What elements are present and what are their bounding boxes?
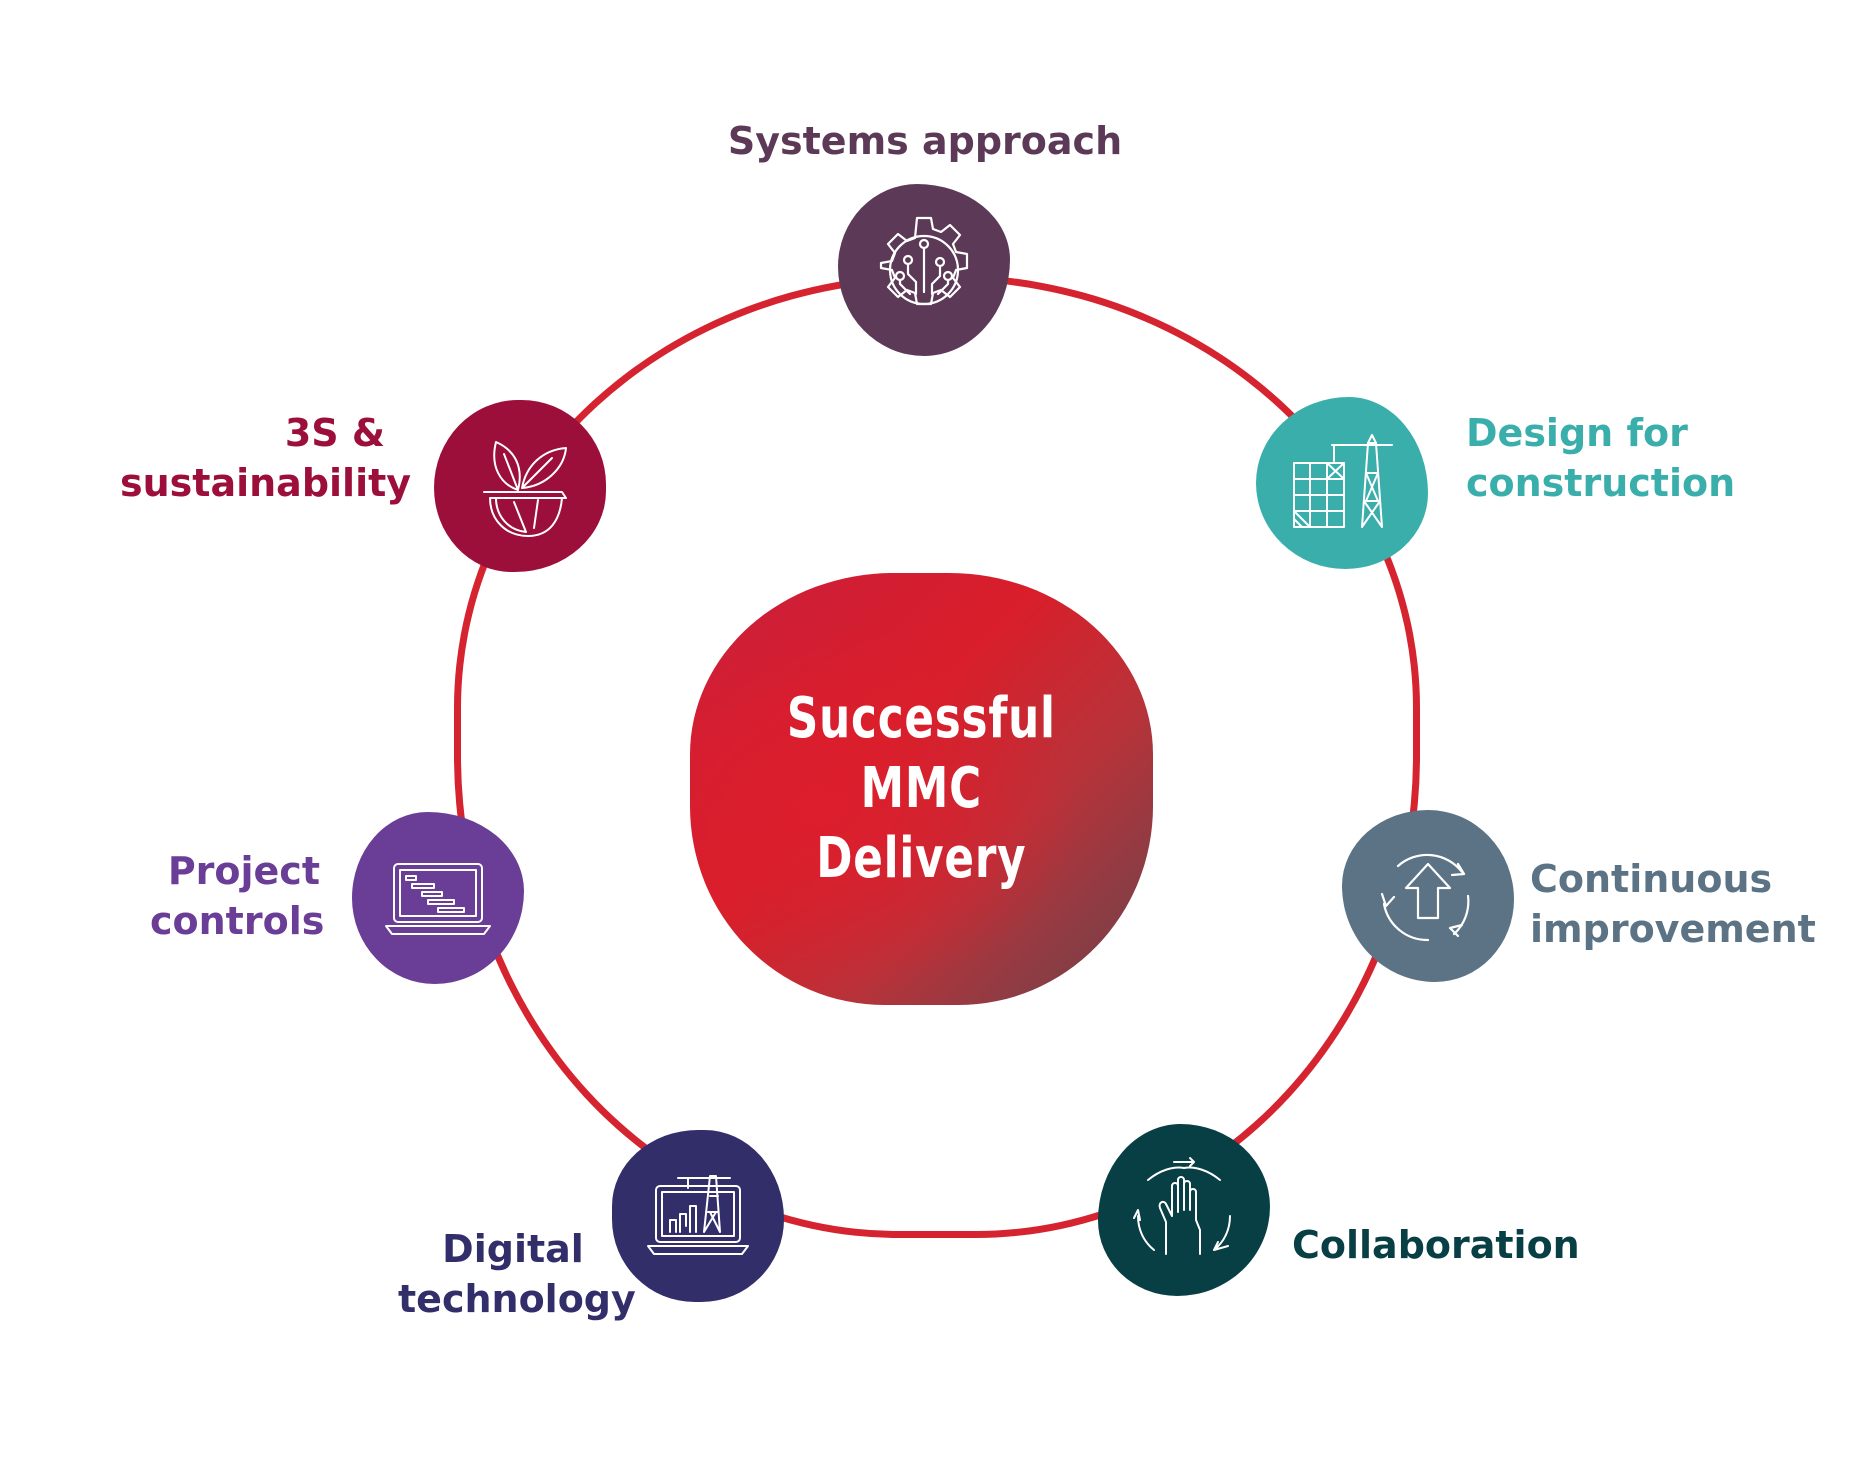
laptop-gantt-icon <box>385 863 491 935</box>
sustainability-label: 3S & sustainability <box>120 408 412 508</box>
leaves-hardhat-icon <box>483 441 567 537</box>
design-for-construction-node <box>1256 397 1428 569</box>
hands-together-icon <box>1133 1157 1231 1255</box>
center-title-line-1: Successful <box>787 686 1056 751</box>
continuous-label-line-2: improvement <box>1530 907 1816 951</box>
crane-grid-icon <box>1293 434 1393 528</box>
sustainability-node <box>434 400 606 572</box>
collaboration-label-line-1: Collaboration <box>1292 1223 1580 1267</box>
center-title-line-2: MMC <box>860 756 983 821</box>
systems-approach-label-line-1: Systems approach <box>727 119 1123 163</box>
design-label-line-1: Design for <box>1466 411 1688 455</box>
cycle-arrow-up-icon <box>1380 853 1470 942</box>
project-controls-node <box>352 812 524 984</box>
gear-circuit-icon <box>879 216 969 306</box>
design-for-construction-label: Design for construction <box>1466 408 1735 508</box>
digital-technology-label: Digital technology <box>398 1224 636 1324</box>
center-title: Successful MMC Delivery <box>787 684 1056 894</box>
digital-label-line-1: Digital <box>442 1227 584 1271</box>
project-controls-label: Project controls <box>150 846 325 946</box>
project-label-line-1: Project <box>167 849 320 893</box>
continuous-label-line-1: Continuous <box>1530 857 1773 901</box>
sustainability-label-line-2: sustainability <box>120 461 412 505</box>
digital-technology-node <box>612 1130 784 1302</box>
laptop-chart-crane-icon <box>647 1175 749 1255</box>
digital-label-line-2: technology <box>398 1277 636 1321</box>
systems-approach-node <box>838 184 1010 356</box>
sustainability-label-line-1: 3S & <box>284 411 385 455</box>
project-label-line-2: controls <box>150 899 325 943</box>
center-hub: Successful MMC Delivery <box>690 573 1153 1005</box>
continuous-improvement-label: Continuous improvement <box>1530 854 1816 954</box>
collaboration-label: Collaboration <box>1292 1220 1580 1270</box>
collaboration-node <box>1098 1124 1270 1296</box>
systems-approach-label: Systems approach <box>720 116 1130 166</box>
design-label-line-2: construction <box>1466 461 1736 505</box>
center-title-line-3: Delivery <box>816 826 1027 891</box>
continuous-improvement-node <box>1342 810 1514 982</box>
